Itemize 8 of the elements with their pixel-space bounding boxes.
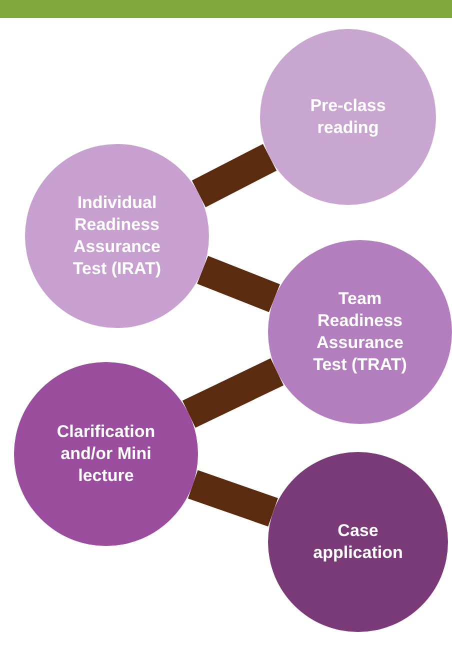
step-label: Team Readiness Assurance Test (TRAT) (312, 288, 408, 376)
step-label: Clarification and/or Mini lecture (56, 420, 156, 488)
step-label: Individual Readiness Assurance Test (IRAT) (72, 192, 162, 280)
connector-band (192, 144, 277, 208)
step-label: Pre-class reading (309, 94, 387, 139)
connector-band (182, 358, 284, 428)
connector-band (197, 256, 280, 312)
step-label: Case application (312, 520, 404, 564)
